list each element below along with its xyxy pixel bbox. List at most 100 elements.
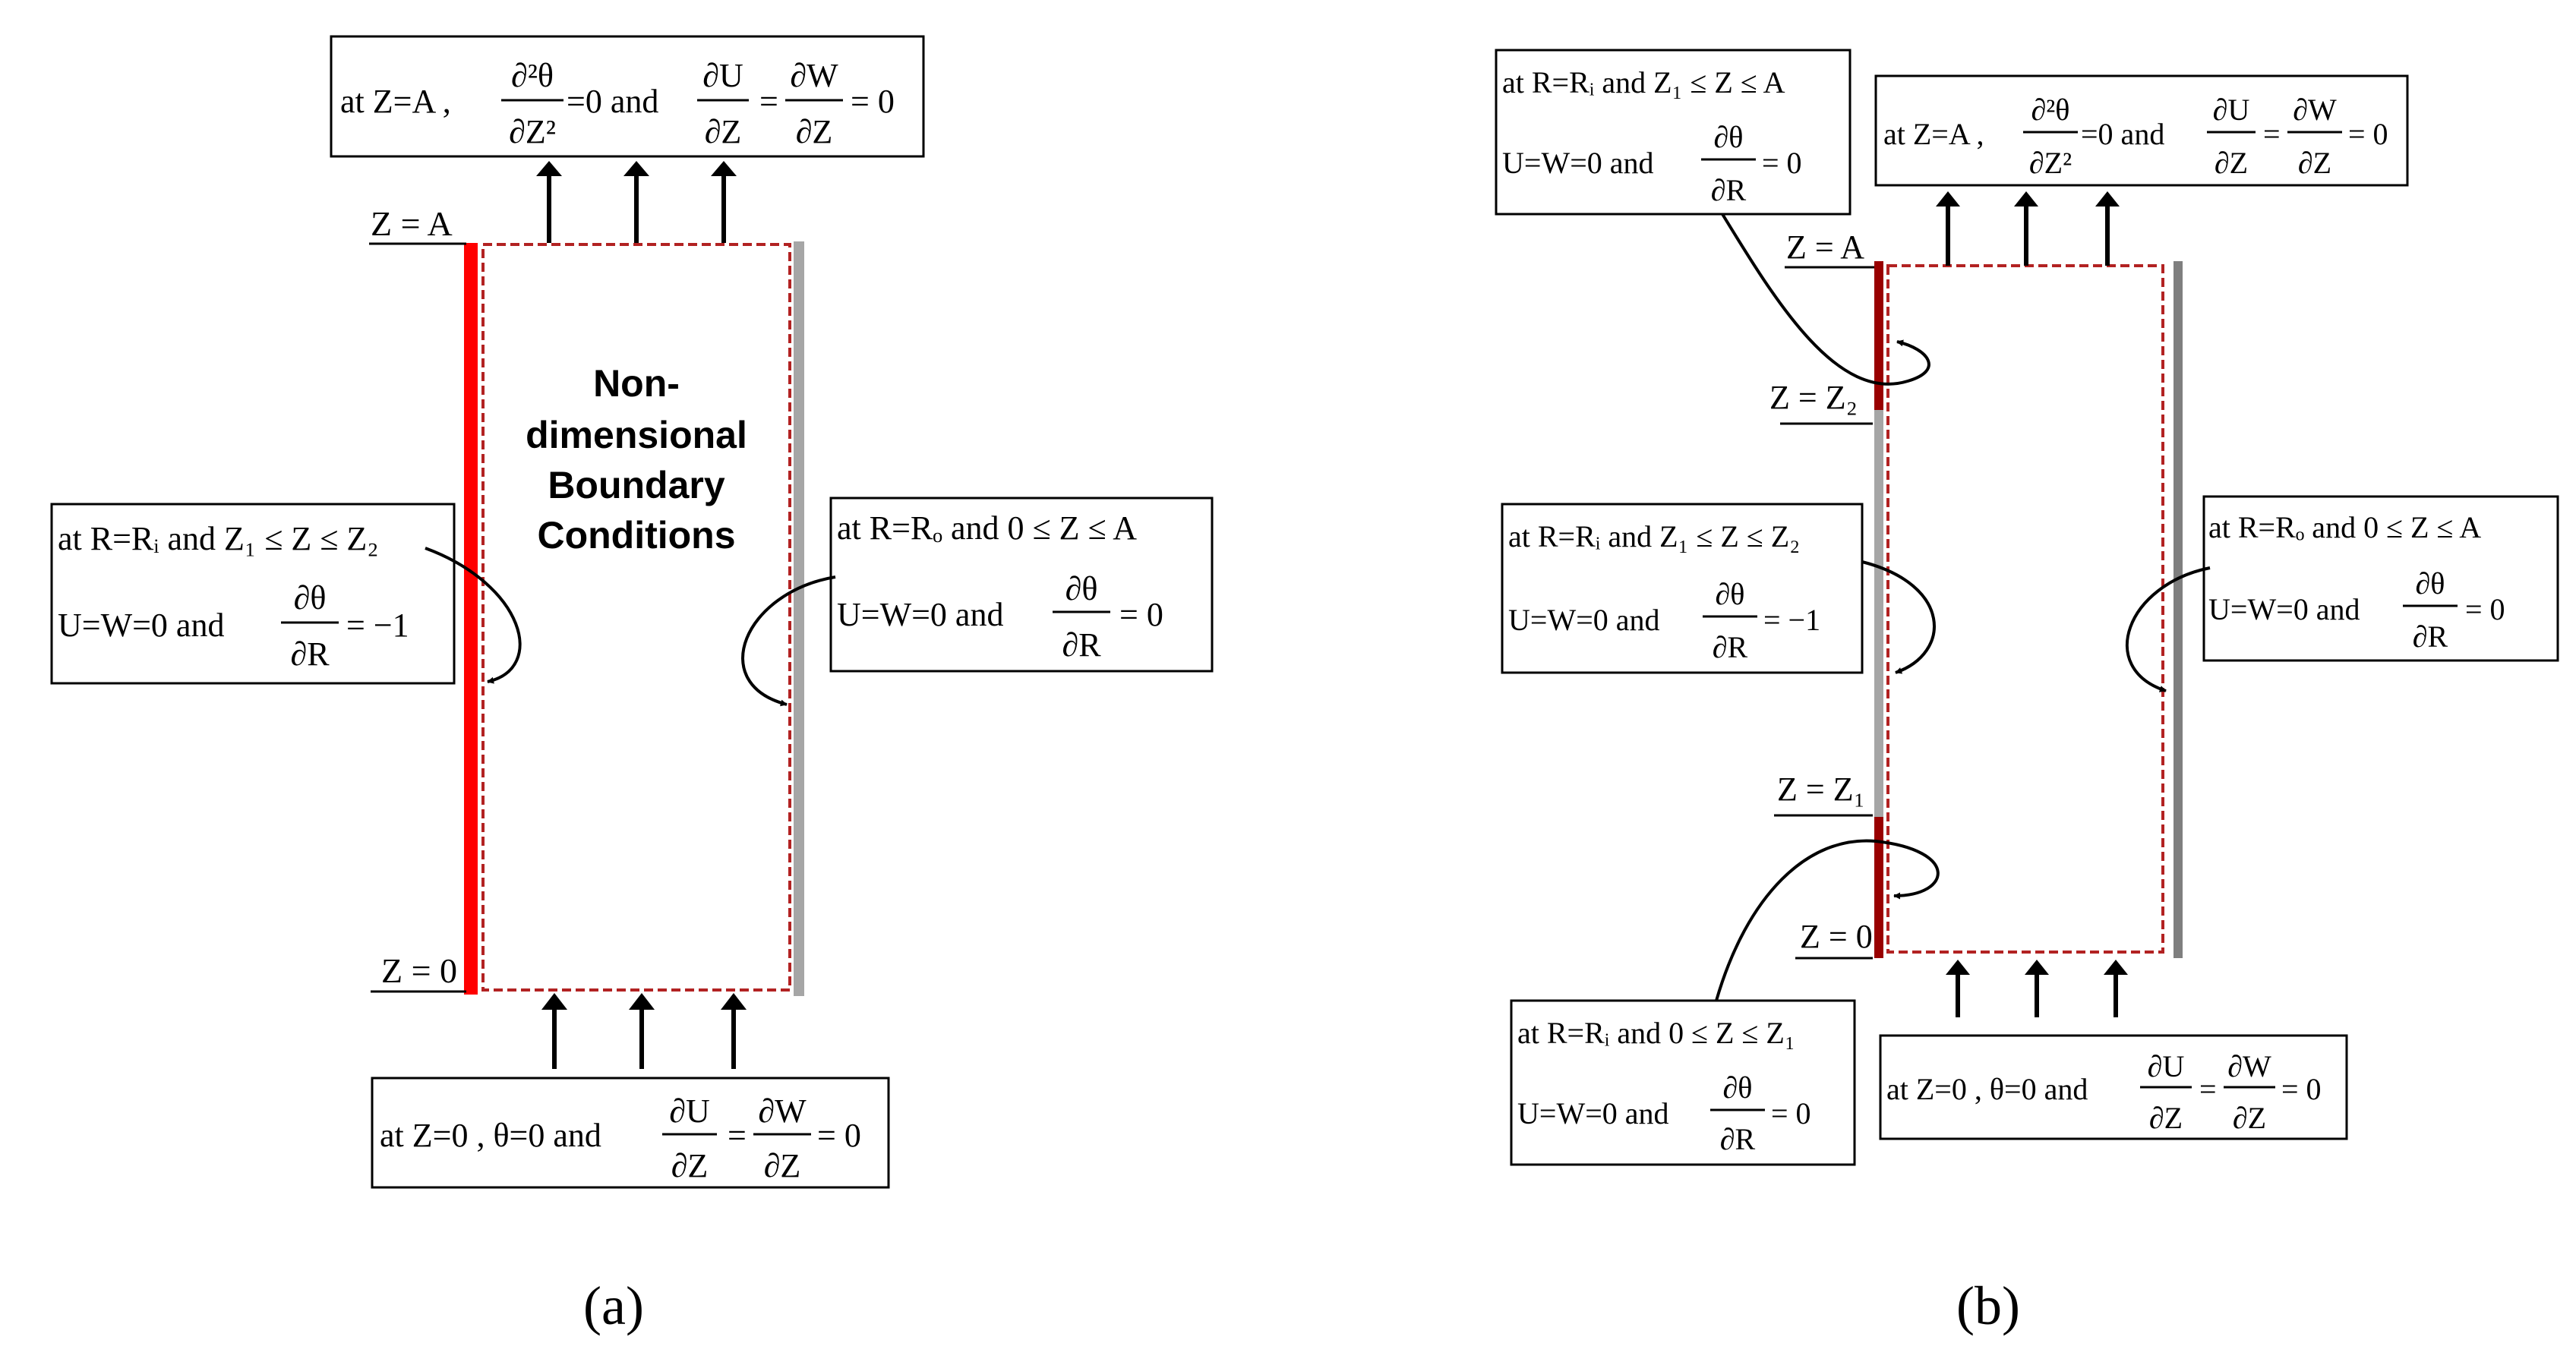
z-a-label: Z = A: [371, 204, 453, 243]
z-z2-label: Z = Z₂: [1769, 379, 1858, 416]
mid-left-pointer-arrow: [1861, 560, 1936, 674]
bottom-box-frac3-den: ∂Z: [2233, 1101, 2266, 1135]
top-box-tail: = 0: [851, 83, 895, 120]
equals-sign: =: [2199, 1072, 2217, 1106]
top-left-box-frac-den: ∂R: [1711, 173, 1747, 207]
bottom-inflow-arrows: [541, 993, 747, 1069]
bottom-box-frac2-num: ∂U: [669, 1092, 710, 1130]
bottom-boundary-box: at Z=0 , θ=0 and ∂U ∂Z = ∂W ∂Z = 0: [371, 1077, 890, 1189]
right-box-tail: = 0: [1119, 596, 1163, 633]
right-box-tail: = 0: [2465, 592, 2505, 626]
top-box-lead: at Z=A ,: [340, 83, 451, 120]
top-box-frac3-den: ∂Z: [2298, 146, 2331, 180]
top-box-mid: =0 and: [567, 83, 658, 120]
top-outflow-arrows: [1936, 191, 2120, 266]
right-pointer-arrow: [2125, 566, 2211, 692]
left-box-frac-num: ∂θ: [294, 579, 327, 616]
top-left-box-frac-num: ∂θ: [1714, 120, 1744, 154]
arrow-up-icon: [1936, 191, 1960, 207]
left-box-frac-den: ∂R: [290, 635, 330, 673]
top-box-frac1-den: ∂Z²: [509, 113, 556, 150]
caption-a: (a): [583, 1275, 644, 1336]
equals-sign: =: [2263, 117, 2281, 151]
bottom-left-box-line1: at R=Rᵢ and 0 ≤ Z ≤ Z₁: [1517, 1016, 1795, 1050]
top-box-frac2-num: ∂U: [702, 57, 743, 94]
bottom-left-box-frac-num: ∂θ: [1723, 1070, 1753, 1105]
right-box-line2: U=W=0 and: [837, 596, 1003, 633]
z-z1-label: Z = Z₁: [1777, 771, 1865, 808]
top-left-box-line2: U=W=0 and: [1502, 146, 1654, 180]
left-boundary-box: at R=Rᵢ and Z₁ ≤ Z ≤ Z₂ U=W=0 and ∂θ ∂R …: [50, 503, 456, 685]
mid-left-box-tail: = −1: [1763, 603, 1820, 637]
z-0-label: Z = 0: [1800, 918, 1873, 955]
top-left-box-line1: at R=Rᵢ and Z₁ ≤ Z ≤ A: [1502, 65, 1785, 99]
arrow-up-icon: [2104, 960, 2128, 975]
top-box-frac3-den: ∂Z: [796, 113, 833, 150]
bottom-box-frac2-den: ∂Z: [671, 1147, 709, 1184]
top-left-box-tail: = 0: [1762, 146, 1802, 180]
arrow-up-icon: [629, 993, 655, 1010]
left-box-line2: U=W=0 and: [58, 607, 224, 644]
center-text-line-2: dimensional: [526, 414, 747, 456]
bottom-box-lead: at Z=0 , θ=0 and: [380, 1117, 601, 1154]
mid-left-boundary-box: at R=Rᵢ and Z₁ ≤ Z ≤ Z₂ U=W=0 and ∂θ ∂R …: [1501, 503, 1864, 674]
mid-left-box-line1: at R=Rᵢ and Z₁ ≤ Z ≤ Z₂: [1508, 519, 1800, 553]
bottom-box-frac2-den: ∂Z: [2149, 1101, 2183, 1135]
z-0-label: Z = 0: [381, 951, 457, 990]
top-box-frac2-den: ∂Z: [705, 113, 742, 150]
left-box-line1: at R=Rᵢ and Z₁ ≤ Z ≤ Z₂: [58, 520, 379, 557]
right-box-frac-den: ∂R: [2413, 620, 2448, 654]
mid-left-box-frac-den: ∂R: [1713, 630, 1748, 664]
bottom-box-tail: = 0: [817, 1117, 861, 1154]
right-boundary-box: at R=Rₒ and 0 ≤ Z ≤ A U=W=0 and ∂θ ∂R = …: [829, 497, 1214, 673]
top-box-frac3-num: ∂W: [790, 57, 838, 94]
bottom-inflow-arrows: [1946, 960, 2128, 1017]
bottom-left-box-line2: U=W=0 and: [1517, 1096, 1669, 1130]
bottom-box-lead: at Z=0 , θ=0 and: [1886, 1072, 2088, 1106]
bottom-box-frac3-num: ∂W: [2227, 1049, 2271, 1083]
arrow-up-icon: [2095, 191, 2120, 207]
equals-sign: =: [728, 1117, 747, 1154]
bottom-left-boundary-box: at R=Rᵢ and 0 ≤ Z ≤ Z₁ U=W=0 and ∂θ ∂R =…: [1510, 999, 1856, 1166]
dashed-domain-boundary: [481, 243, 791, 992]
right-box-frac-num: ∂θ: [1065, 570, 1098, 607]
left-pointer-arrow: [425, 547, 522, 684]
top-box-frac2-num: ∂U: [2213, 93, 2250, 127]
top-boundary-box: at Z=A , ∂²θ ∂Z² =0 and ∂U ∂Z = ∂W ∂Z = …: [330, 35, 925, 158]
panel-a: Z = A Z = 0 Non- dimensional Boundary Co…: [50, 35, 1214, 1336]
right-box-line1: at R=Rₒ and 0 ≤ Z ≤ A: [2208, 510, 2481, 544]
top-box-tail: = 0: [2348, 117, 2388, 151]
arrow-up-icon: [2014, 191, 2038, 207]
arrow-up-icon: [711, 161, 737, 176]
top-outflow-arrows: [536, 161, 737, 243]
bottom-left-pointer-arrow: [1715, 839, 1940, 1001]
top-left-pointer-arrow: [1721, 213, 1930, 386]
center-text-line-4: Conditions: [537, 514, 735, 556]
z-a-label: Z = A: [1786, 229, 1864, 266]
mid-left-box-line2: U=W=0 and: [1508, 603, 1660, 637]
bottom-boundary-box: at Z=0 , θ=0 and ∂U ∂Z = ∂W ∂Z = 0: [1879, 1034, 2348, 1140]
right-box-line1: at R=Rₒ and 0 ≤ Z ≤ A: [837, 509, 1137, 547]
center-text-line-1: Non-: [593, 362, 680, 405]
bottom-box-tail: = 0: [2281, 1072, 2322, 1106]
left-box-tail: = −1: [346, 607, 409, 644]
right-pointer-arrow: [741, 575, 836, 707]
top-box-lead: at Z=A ,: [1883, 117, 1984, 151]
center-text-line-3: Boundary: [548, 464, 725, 506]
caption-b: (b): [1956, 1275, 2020, 1336]
panel-b: Z = A Z = Z₂ Z = Z₁ Z = 0 at R=Rᵢ: [1495, 49, 2559, 1336]
bottom-left-box-tail: = 0: [1771, 1096, 1811, 1130]
right-box-line2: U=W=0 and: [2208, 592, 2360, 626]
bottom-box-frac3-num: ∂W: [758, 1092, 807, 1130]
top-box-frac1-num: ∂²θ: [511, 57, 554, 94]
arrow-up-icon: [721, 993, 747, 1010]
right-box-frac-num: ∂θ: [2416, 566, 2445, 601]
top-left-boundary-box: at R=Rᵢ and Z₁ ≤ Z ≤ A U=W=0 and ∂θ ∂R =…: [1495, 49, 1852, 216]
top-box-frac1-num: ∂²θ: [2031, 93, 2070, 127]
top-boundary-box: at Z=A , ∂²θ ∂Z² =0 and ∂U ∂Z = ∂W ∂Z = …: [1874, 74, 2409, 187]
top-box-frac1-den: ∂Z²: [2029, 146, 2072, 180]
arrow-up-icon: [2025, 960, 2049, 975]
top-box-frac3-num: ∂W: [2293, 93, 2337, 127]
arrow-up-icon: [623, 161, 649, 176]
